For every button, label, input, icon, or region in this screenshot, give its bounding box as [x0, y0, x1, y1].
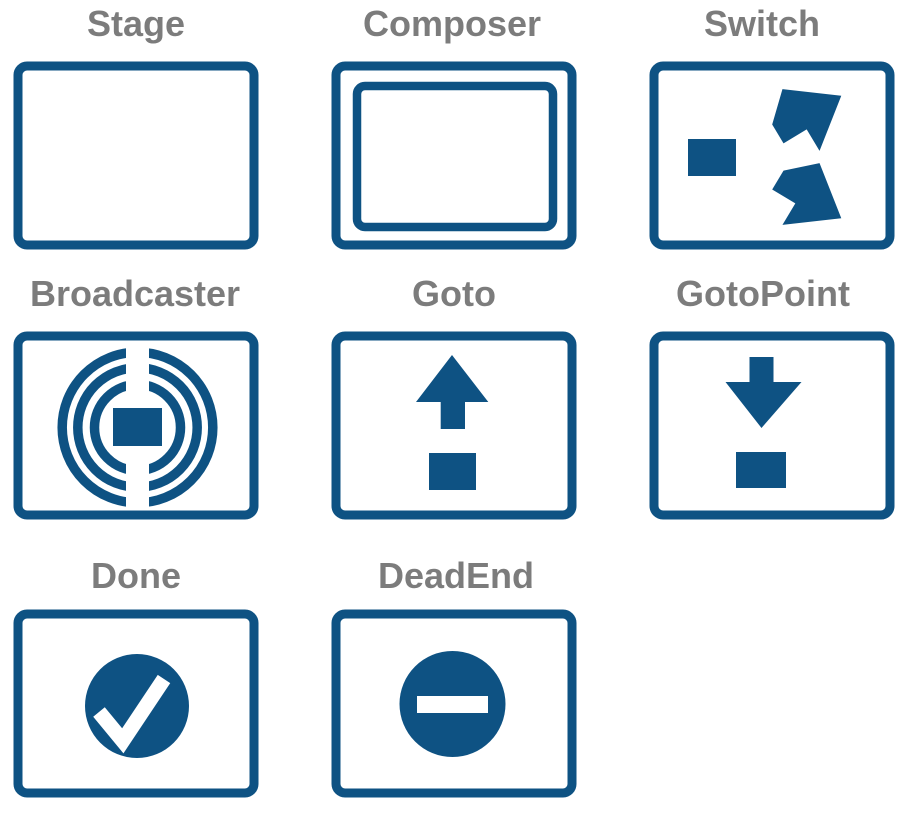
- composer-outer-frame: [331, 61, 577, 250]
- square-branching-arrows-icon: [649, 61, 895, 250]
- empty-frame-icon: [13, 61, 259, 250]
- tile-label-deadend: DeadEnd: [377, 555, 535, 596]
- tile-label-broadcaster: Broadcaster: [29, 273, 241, 314]
- down-arrow-to-square-icon: [649, 331, 895, 520]
- tile-label-stage: Stage: [86, 3, 186, 44]
- tile-label-goto: Goto: [412, 273, 496, 314]
- goto-square: [429, 453, 476, 490]
- checkmark-circle-icon: [13, 609, 259, 798]
- tile-label-composer: Composer: [362, 3, 542, 44]
- composer-inner-frame: [352, 81, 558, 232]
- stage-frame: [13, 61, 259, 250]
- tile-label-switch: Switch: [703, 3, 820, 44]
- up-arrow-over-square-icon: [331, 331, 577, 520]
- switch-lower-arrow: [772, 163, 842, 225]
- tile-label-done: Done: [91, 555, 181, 596]
- no-entry-circle-icon: [331, 609, 577, 798]
- switch-upper-arrow: [772, 89, 842, 151]
- minus-bar-glyph: [417, 696, 488, 713]
- broadcaster-center-square: [113, 408, 162, 446]
- tile-label-gotopoint: GotoPoint: [676, 273, 850, 314]
- gotopoint-frame: [649, 331, 895, 520]
- gotopoint-square: [736, 452, 786, 488]
- switch-source-square: [688, 139, 736, 176]
- gotopoint-down-arrow: [725, 357, 802, 428]
- checkmark-glyph: [93, 674, 171, 754]
- nested-frames-icon: [331, 61, 577, 250]
- goto-up-arrow: [416, 355, 489, 429]
- broadcast-rings-icon: [13, 331, 259, 520]
